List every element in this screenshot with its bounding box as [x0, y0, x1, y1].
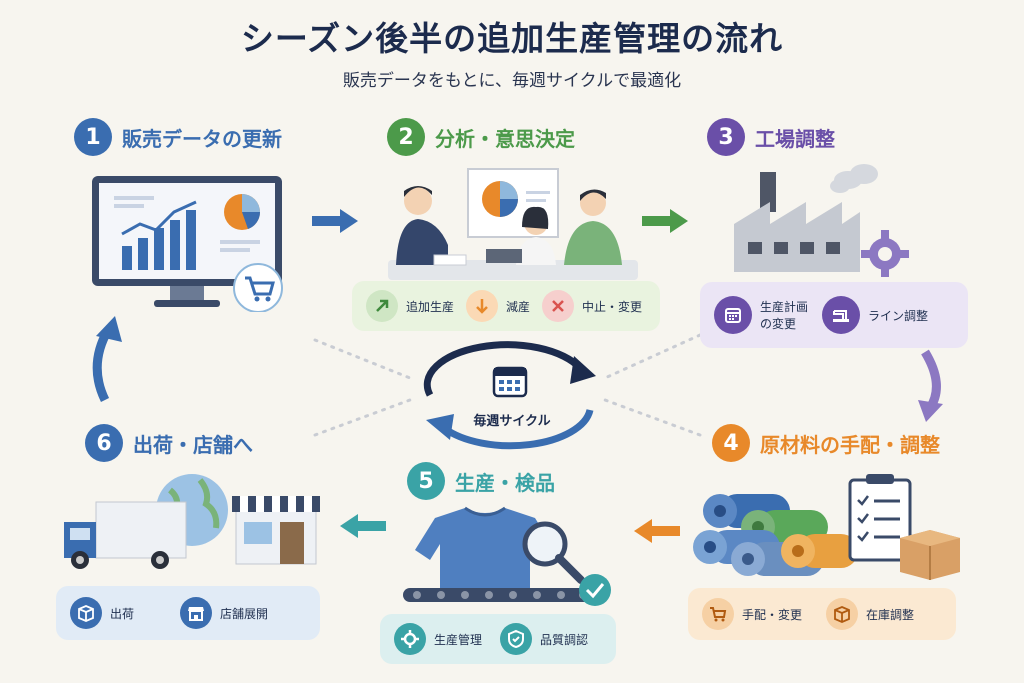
step-number: 2 — [387, 118, 425, 156]
arrow-down-icon — [466, 290, 499, 322]
action-item: 手配・変更 — [702, 598, 802, 630]
arrow-down-curved-icon — [918, 349, 943, 422]
action-item: 追加生産 — [366, 290, 454, 322]
cycle-arrows-icon — [423, 341, 596, 450]
truck-store-illustration — [64, 474, 320, 569]
arrow-right-icon — [312, 209, 358, 233]
arrow-up-right-icon — [366, 290, 398, 322]
fabric-rolls-illustration — [693, 474, 960, 580]
factory-illustration — [734, 164, 909, 277]
action-item: 在庫調整 — [826, 598, 914, 630]
store-icon — [180, 597, 213, 629]
step-4-panel: 手配・変更 在庫調整 — [688, 588, 956, 640]
action-item: 生産管理 — [394, 623, 482, 655]
action-item: 店舗展開 — [180, 597, 268, 629]
sewing-machine-icon — [822, 296, 861, 334]
box-icon — [826, 598, 859, 630]
action-item: 減産 — [466, 290, 530, 322]
page-title: シーズン後半の追加生産管理の流れ — [240, 19, 784, 58]
step-number: 5 — [407, 462, 445, 500]
arrow-left-icon — [340, 514, 386, 538]
step-title: 分析・意思決定 — [435, 126, 575, 151]
step-1-header: 1 販売データの更新 — [74, 118, 282, 156]
step-6-panel: 出荷 店舗展開 — [56, 586, 320, 640]
action-item: ライン調整 — [822, 296, 928, 334]
step-5-panel: 生産管理 品質調認 — [380, 614, 616, 664]
step-4-header: 4 原材料の手配・調整 — [712, 424, 940, 462]
action-item: 出荷 — [70, 597, 134, 629]
page-subtitle: 販売データをもとに、毎週サイクルで最適化 — [342, 71, 682, 91]
sweater-inspection-illustration — [403, 506, 611, 606]
step-number: 1 — [74, 118, 112, 156]
step-title: 生産・検品 — [455, 470, 555, 495]
step-title: 原材料の手配・調整 — [760, 432, 940, 457]
action-item: 品質調認 — [500, 623, 588, 655]
gear-icon — [394, 623, 426, 655]
shield-check-icon — [500, 623, 533, 655]
calendar-icon — [714, 296, 752, 334]
step-3-panel: 生産計画 の変更 ライン調整 — [700, 282, 968, 348]
close-icon — [542, 290, 575, 322]
action-item: 中止・変更 — [542, 290, 642, 322]
step-2-panel: 追加生産 減産 中止・変更 — [352, 281, 660, 331]
action-item: 生産計画 の変更 — [714, 296, 808, 334]
cart-icon — [702, 598, 734, 630]
arrow-left-icon — [634, 519, 680, 543]
meeting-illustration — [388, 168, 638, 280]
step-number: 6 — [85, 424, 123, 462]
step-3-header: 3 工場調整 — [707, 118, 835, 156]
step-title: 出荷・店舗へ — [133, 432, 253, 457]
arrow-right-icon — [642, 209, 688, 233]
step-number: 3 — [707, 118, 745, 156]
calendar-icon — [492, 366, 528, 398]
package-icon — [70, 597, 102, 629]
monitor-chart-illustration — [92, 176, 283, 312]
step-5-header: 5 生産・検品 — [407, 462, 555, 500]
cycle-label: 毎週サイクル — [473, 414, 551, 429]
step-number: 4 — [712, 424, 750, 462]
arrow-up-curved-icon — [92, 316, 122, 402]
step-title: 工場調整 — [755, 126, 835, 151]
step-title: 販売データの更新 — [122, 126, 282, 151]
step-2-header: 2 分析・意思決定 — [387, 118, 575, 156]
step-6-header: 6 出荷・店舗へ — [85, 424, 253, 462]
